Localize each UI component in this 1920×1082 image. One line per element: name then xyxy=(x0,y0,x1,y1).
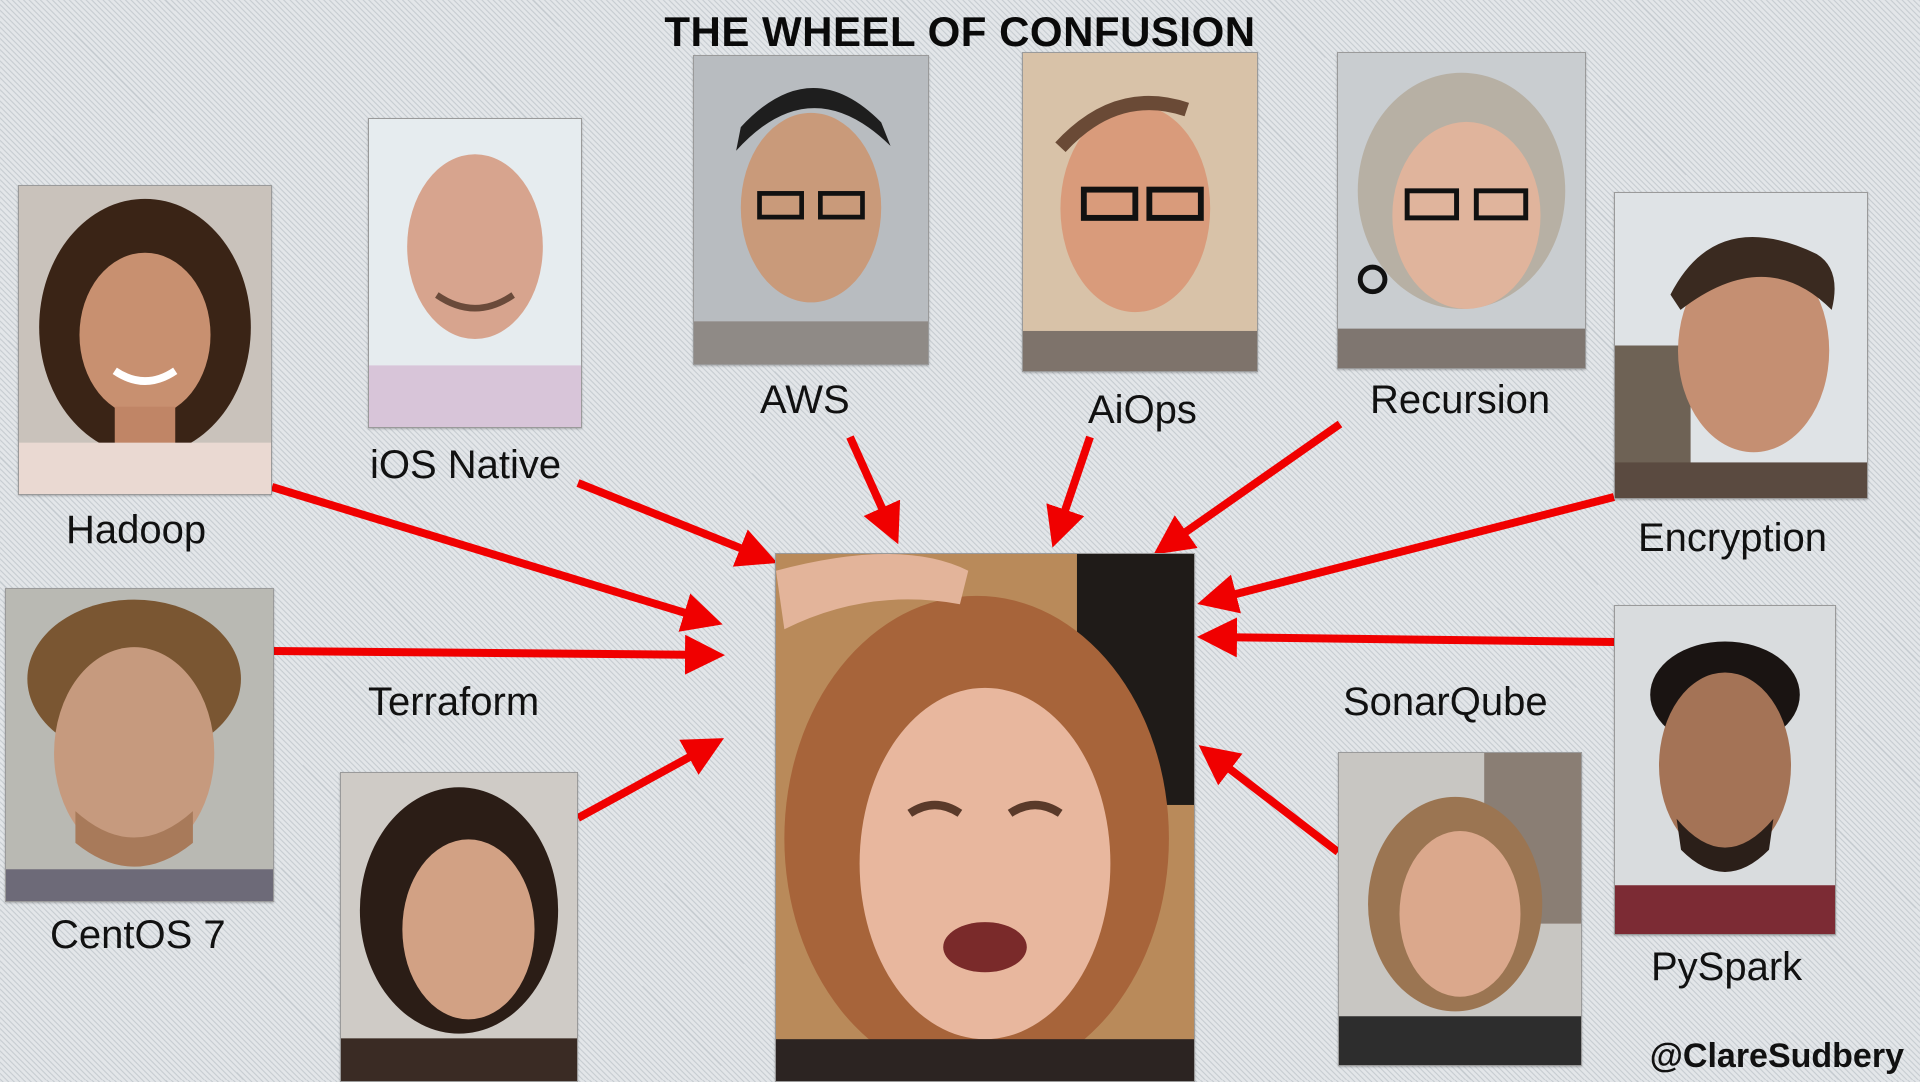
label-hadoop: Hadoop xyxy=(66,508,207,552)
photo-aws xyxy=(693,55,929,365)
arrow-pyspark xyxy=(1198,745,1341,856)
photo-recursion xyxy=(1337,52,1586,369)
photo-aiops xyxy=(1022,52,1258,372)
photo-ios-native xyxy=(368,118,582,428)
photo-hadoop xyxy=(18,185,272,495)
arrow-terraform xyxy=(576,738,725,822)
label-recursion: Recursion xyxy=(1370,378,1551,422)
author-handle: @ClareSudbery xyxy=(1649,1037,1904,1075)
arrow-ios-native xyxy=(576,479,778,567)
arrow-hadoop xyxy=(270,483,723,632)
photo-pyspark xyxy=(1614,605,1836,935)
photo-terraform xyxy=(340,772,578,1082)
label-aiops: AiOps xyxy=(1088,388,1197,432)
photo-centos xyxy=(5,588,274,902)
arrow-aws xyxy=(846,435,901,545)
photo-encryption xyxy=(1614,192,1868,499)
label-terraform: Terraform xyxy=(368,680,540,724)
label-sonarqube: SonarQube xyxy=(1343,680,1548,724)
arrow-recursion xyxy=(1153,420,1343,555)
arrow-sonarqube xyxy=(1197,617,1615,658)
label-centos: CentOS 7 xyxy=(50,913,226,957)
photo-center-confused xyxy=(775,553,1195,1082)
arrow-centos xyxy=(271,634,725,675)
label-ios-native: iOS Native xyxy=(370,443,562,487)
slide-title: THE WHEEL OF CONFUSION xyxy=(664,8,1256,55)
arrow-encryption xyxy=(1197,493,1615,614)
photo-sonarqube xyxy=(1338,752,1582,1066)
label-aws: AWS xyxy=(760,378,850,422)
arrow-aiops xyxy=(1046,435,1094,548)
label-pyspark: PySpark xyxy=(1651,945,1803,989)
label-encryption: Encryption xyxy=(1638,516,1827,560)
